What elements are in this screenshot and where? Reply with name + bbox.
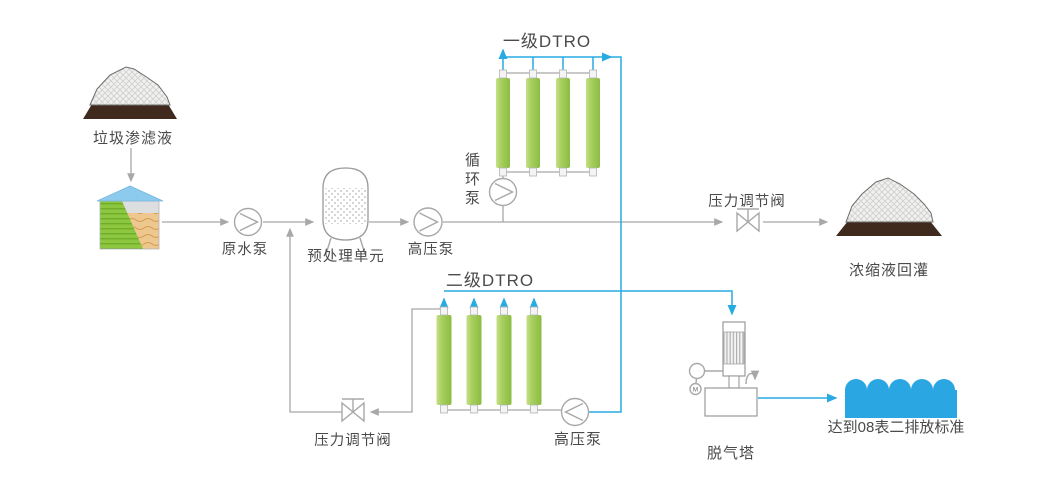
raw-water-pump-icon bbox=[233, 207, 263, 237]
label-landfill-leachate: 垃圾渗滤液 bbox=[92, 130, 174, 147]
leachate-pond-icon bbox=[96, 185, 164, 250]
label-stage1-dtro: 一级DTRO bbox=[502, 32, 592, 51]
label-circulation-pump: 循环泵 bbox=[463, 152, 480, 209]
label-raw-water-pump: 原水泵 bbox=[221, 242, 269, 258]
label-high-pressure-pump-1: 高压泵 bbox=[407, 242, 455, 258]
motor-icon bbox=[689, 382, 702, 396]
high-pressure-pump2-icon bbox=[560, 397, 590, 427]
blue-permeate-lines bbox=[439, 48, 838, 413]
vent-arrow-icon bbox=[745, 370, 760, 385]
concentrate-mound-icon bbox=[836, 177, 942, 236]
motor-letter: M bbox=[693, 387, 698, 394]
label-pressure-valve-2: 压力调节阀 bbox=[314, 433, 392, 449]
gauge-icon bbox=[688, 362, 706, 380]
clean-water-icon bbox=[845, 379, 957, 418]
dtro-stage1-modules bbox=[496, 69, 600, 177]
high-pressure-pump1-icon bbox=[413, 207, 443, 237]
dtro-stage2-modules bbox=[436, 306, 542, 414]
pressure-valve2-icon bbox=[341, 398, 365, 423]
degassing-tower-icon: M bbox=[688, 321, 760, 417]
circulation-pump-icon bbox=[488, 177, 518, 207]
grey-pipe-lines bbox=[127, 72, 829, 416]
label-stage2-dtro: 二级DTRO bbox=[445, 271, 535, 290]
label-pretreatment-unit: 预处理单元 bbox=[307, 249, 385, 265]
label-concentrate-reinjection: 浓缩液回灌 bbox=[848, 262, 930, 279]
pressure-valve1-icon bbox=[736, 208, 760, 233]
landfill-mound-icon bbox=[83, 66, 177, 119]
label-degassing-tower: 脱气塔 bbox=[706, 445, 756, 462]
label-pressure-valve-1: 压力调节阀 bbox=[708, 194, 786, 210]
label-high-pressure-pump-2: 高压泵 bbox=[553, 431, 603, 448]
pretreatment-tank-icon bbox=[322, 167, 369, 255]
label-discharge-standard: 达到08表二排放标准 bbox=[827, 419, 965, 436]
